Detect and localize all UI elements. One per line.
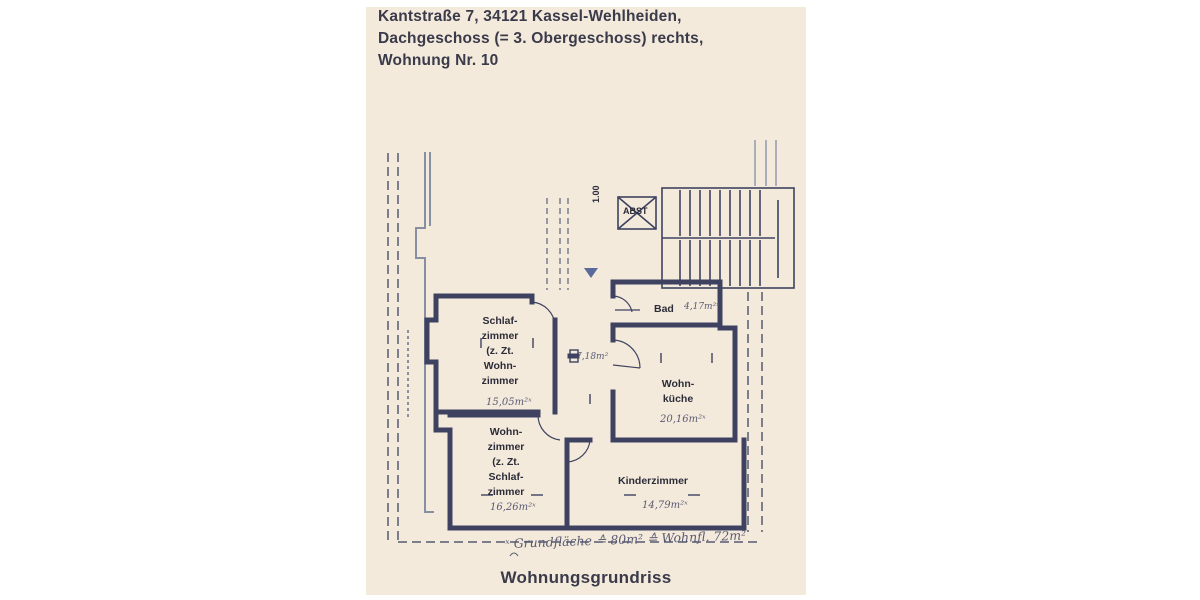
- door-swings: [531, 295, 641, 463]
- room-wohnzimmer-area: 16,26m²ˣ: [490, 502, 536, 513]
- page-title: Wohnungsgrundriss: [500, 568, 672, 587]
- outer-boundary-lines: [387, 153, 763, 543]
- floor-plan-sheet: [366, 7, 806, 595]
- flur-area: 7,18m²: [576, 352, 609, 362]
- entrance-arrow: [584, 268, 598, 278]
- room-bad-label: Bad: [654, 303, 674, 315]
- room-schlafzimmer-label: Schlaf- zimmer (z. Zt. Wohn- zimmer: [481, 315, 519, 387]
- room-schlafzimmer-area: 15,05m²ˣ: [486, 397, 532, 408]
- room-kinderzimmer-area: 14,79m²ˣ: [642, 500, 688, 511]
- ghost-wall: [407, 152, 434, 513]
- room-wohnkueche-area: 20,16m²ˣ: [660, 414, 706, 425]
- address-line-3: Wohnung Nr. 10: [378, 52, 499, 69]
- window-marks: [480, 338, 713, 496]
- abst-label: ABST: [623, 206, 648, 216]
- room-bad-area: 4,17m²ˣ: [684, 302, 720, 312]
- corridor-lines: [546, 198, 569, 290]
- room-wohnzimmer-label: Wohn- zimmer (z. Zt. Schlaf- zimmer: [487, 426, 525, 498]
- apartment-walls: [424, 279, 747, 531]
- staircase: [661, 140, 795, 289]
- stair-dimension: 1.00: [591, 185, 601, 203]
- abst-box: [617, 196, 657, 230]
- room-kinderzimmer-label: Kinderzimmer: [618, 475, 689, 487]
- room-wohnkueche-label: Wohn- küche: [661, 378, 695, 405]
- address-line-2: Dachgeschoss (= 3. Obergeschoss) rechts,: [378, 30, 704, 47]
- note-stroke: [509, 552, 519, 557]
- address-line-1: Kantstraße 7, 34121 Kassel-Wehlheiden,: [378, 8, 682, 25]
